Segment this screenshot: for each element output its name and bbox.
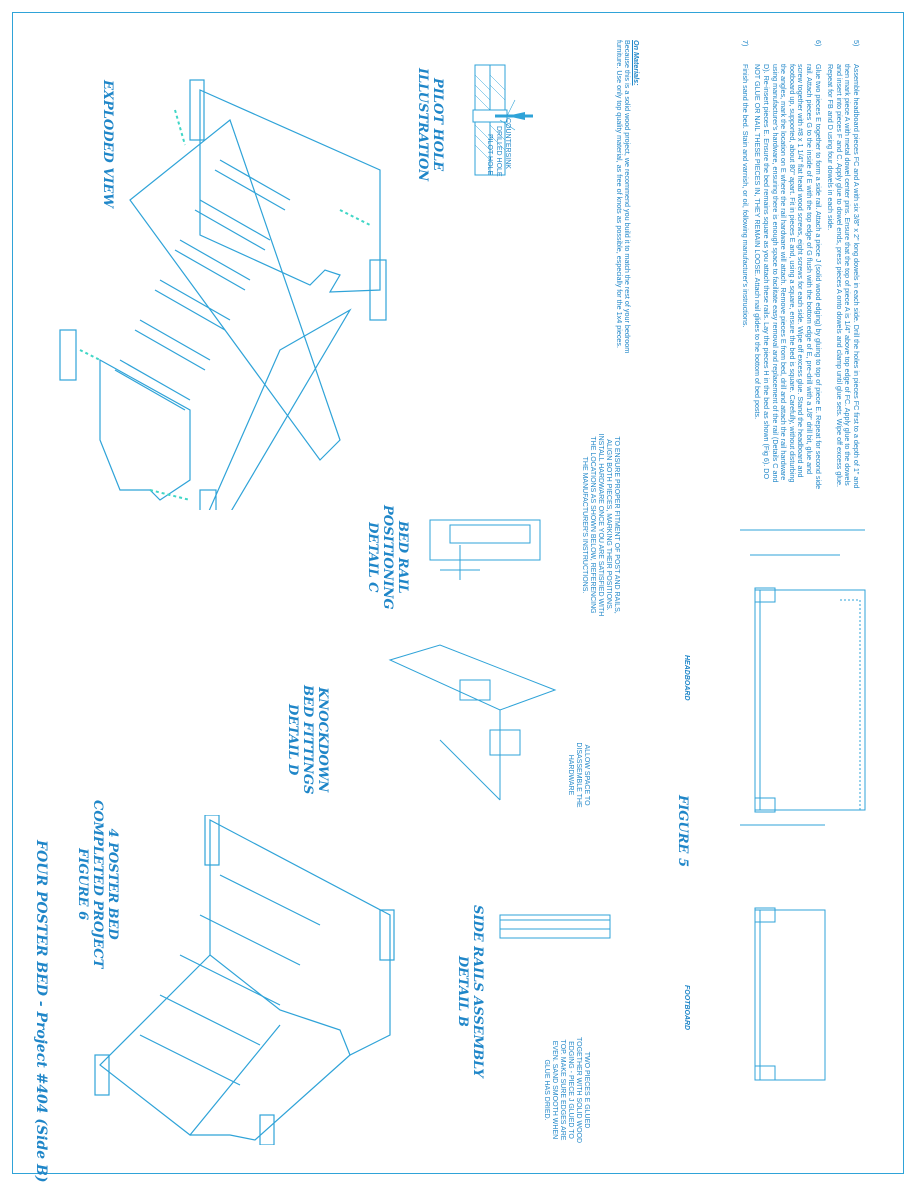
detail-c-title-line3: DETAIL C (365, 522, 380, 593)
detail-d-title-line3: DETAIL D (285, 704, 300, 776)
materials-heading: On Materials: (632, 40, 641, 86)
detail-d-title-line2: BED FITTINGS (300, 685, 315, 795)
assembly-steps: 5) Assemble headboard pieces FC and A wi… (736, 40, 861, 500)
detail-c-note: TO ENSURE PROPER FITMENT OF POST AND RAI… (581, 433, 620, 617)
step-5: 5) Assemble headboard pieces FC and A wi… (826, 40, 861, 500)
footboard-label: FOOTBOARD (683, 985, 690, 1031)
step-number: 7) (740, 40, 750, 47)
exploded-view-title: EXPLODED VIEW (100, 80, 115, 208)
detail-d-note: ALLOW SPACE TO DISASSEMBLE THE HARDWARE (567, 742, 590, 808)
detail-d-title: KNOCKDOWN BED FITTINGS DETAIL D (285, 685, 330, 794)
detail-c-title: BED RAIL POSITIONING DETAIL C (365, 505, 410, 610)
detail-b-title-line2: DETAIL B (455, 955, 470, 1027)
step-text: Finish sand the bed. Stain and varnish, … (740, 64, 750, 328)
step-number: 6) (813, 40, 823, 47)
side-rail-right (208, 308, 352, 510)
step-number: 5) (852, 40, 861, 47)
materials-text: Because this is a solid wood project, we… (614, 40, 633, 354)
exploded-view-diagram (59, 79, 387, 510)
page-border (12, 12, 904, 1174)
headboard-outline (754, 589, 866, 811)
figure6-diagram (94, 815, 395, 1145)
detail-d-title-line1: KNOCKDOWN (315, 687, 330, 793)
detail-d-diagram (388, 644, 557, 801)
drilled-hole-label: DRILLED HOLE (495, 126, 502, 177)
figure6-title-line2: COMPLETED PROJECT (90, 800, 105, 969)
countersink-label: COUNTERSINK (504, 118, 511, 169)
detail-b-note: TWO PIECES E GLUED TOGETHER WITH SOLID W… (543, 1036, 590, 1144)
detail-c-title-line2: POSITIONING (380, 505, 395, 610)
detail-b-title: SIDE RAILS ASSEMBLY DETAIL B (455, 905, 485, 1078)
step-6: 6) Glue two pieces E together to form a … (753, 40, 822, 500)
figure6-title-line3: FIGURE 6 (75, 848, 90, 921)
detail-c-diagram (429, 519, 541, 580)
figure6-title-line1: 4 POSTER BED (105, 828, 120, 940)
detail-b-title-line1: SIDE RAILS ASSEMBLY (470, 905, 485, 1078)
figure5-title: FIGURE 5 (675, 795, 690, 868)
materials-note: On Materials: Because this is a solid wo… (614, 40, 641, 370)
step-text: Assemble headboard pieces FC and A with … (826, 64, 861, 489)
step-7: 7) Finish sand the bed. Stain and varnis… (740, 40, 750, 500)
step-text: Glue two pieces E together to form a sid… (753, 64, 823, 490)
figure6-title: 4 POSTER BED COMPLETED PROJECT FIGURE 6 (75, 800, 120, 968)
headboard-label: HEADBOARD (683, 655, 690, 701)
detail-b-diagram (499, 914, 611, 939)
pilot-hole-label: PILOT HOLE (486, 134, 493, 176)
side-rail-left (129, 118, 341, 461)
footboard-outline (754, 909, 826, 1081)
headboard-panel (199, 89, 381, 293)
pilot-hole-labels: COUNTERSINK DRILLED HOLE PILOT HOLE (485, 118, 512, 177)
figure5-diagram (740, 529, 866, 1081)
detail-c-title-line1: BED RAIL (395, 520, 410, 594)
page-title: FOUR POSTER BED - Project #404 (Side B) (33, 840, 49, 1183)
footboard-panel (99, 358, 191, 501)
pilot-hole-diagram (472, 64, 533, 176)
